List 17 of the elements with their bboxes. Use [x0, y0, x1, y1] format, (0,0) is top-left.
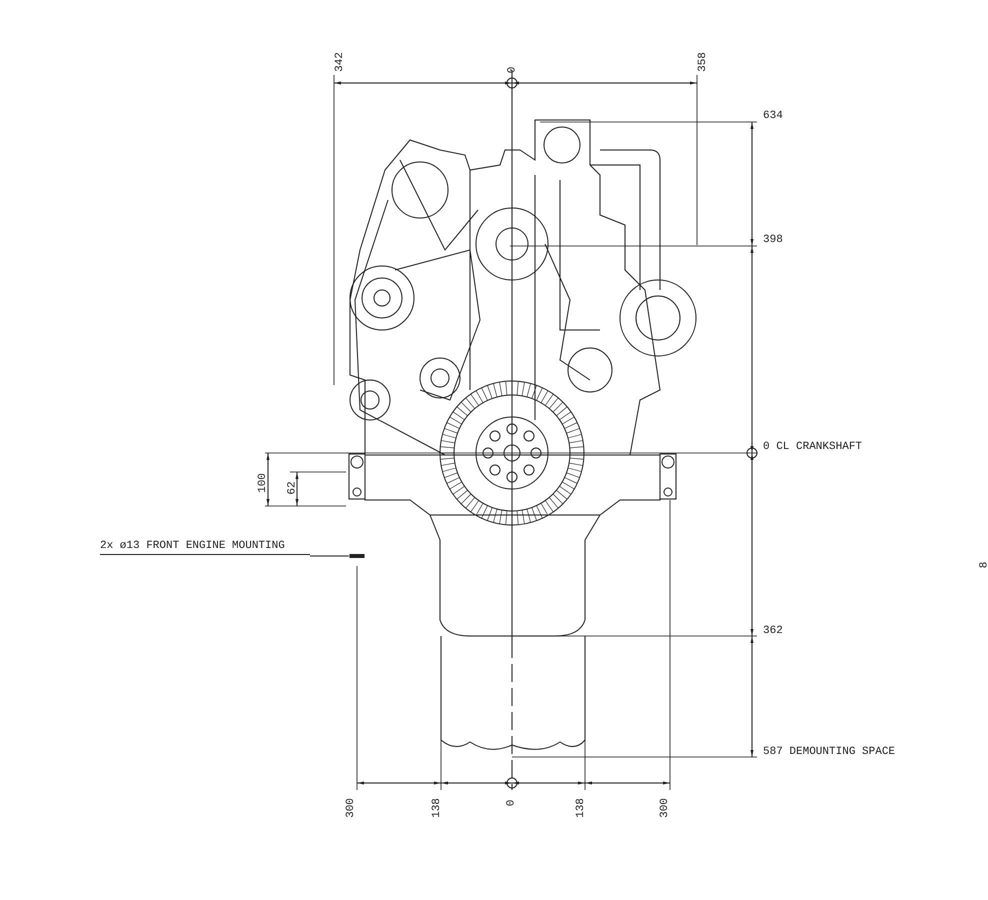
mounting-hole-marker: [349, 552, 365, 560]
dimension-value: 300: [344, 798, 357, 818]
dimension-value: 138: [574, 798, 587, 818]
dimension-value: 62: [286, 481, 298, 495]
dimension-value: 138: [430, 798, 443, 818]
dimension-value: 0: [504, 800, 517, 806]
dimension-label: 587 DEMOUNTING SPACE: [763, 746, 896, 758]
dimension-value: 100: [256, 473, 269, 493]
dimension-value: 8: [978, 562, 988, 568]
dimension-label: 634: [763, 110, 783, 122]
dimension-value: 342: [334, 52, 346, 72]
dimension-label: 0 CL CRANKSHAFT: [763, 441, 862, 453]
dimension-label: 398: [763, 234, 783, 246]
dimension-value: 358: [696, 52, 709, 72]
callout-text: 2x ø13 FRONT ENGINE MOUNTING: [100, 540, 310, 555]
dimension-value: 300: [658, 798, 671, 818]
dimension-label: 362: [763, 625, 783, 637]
